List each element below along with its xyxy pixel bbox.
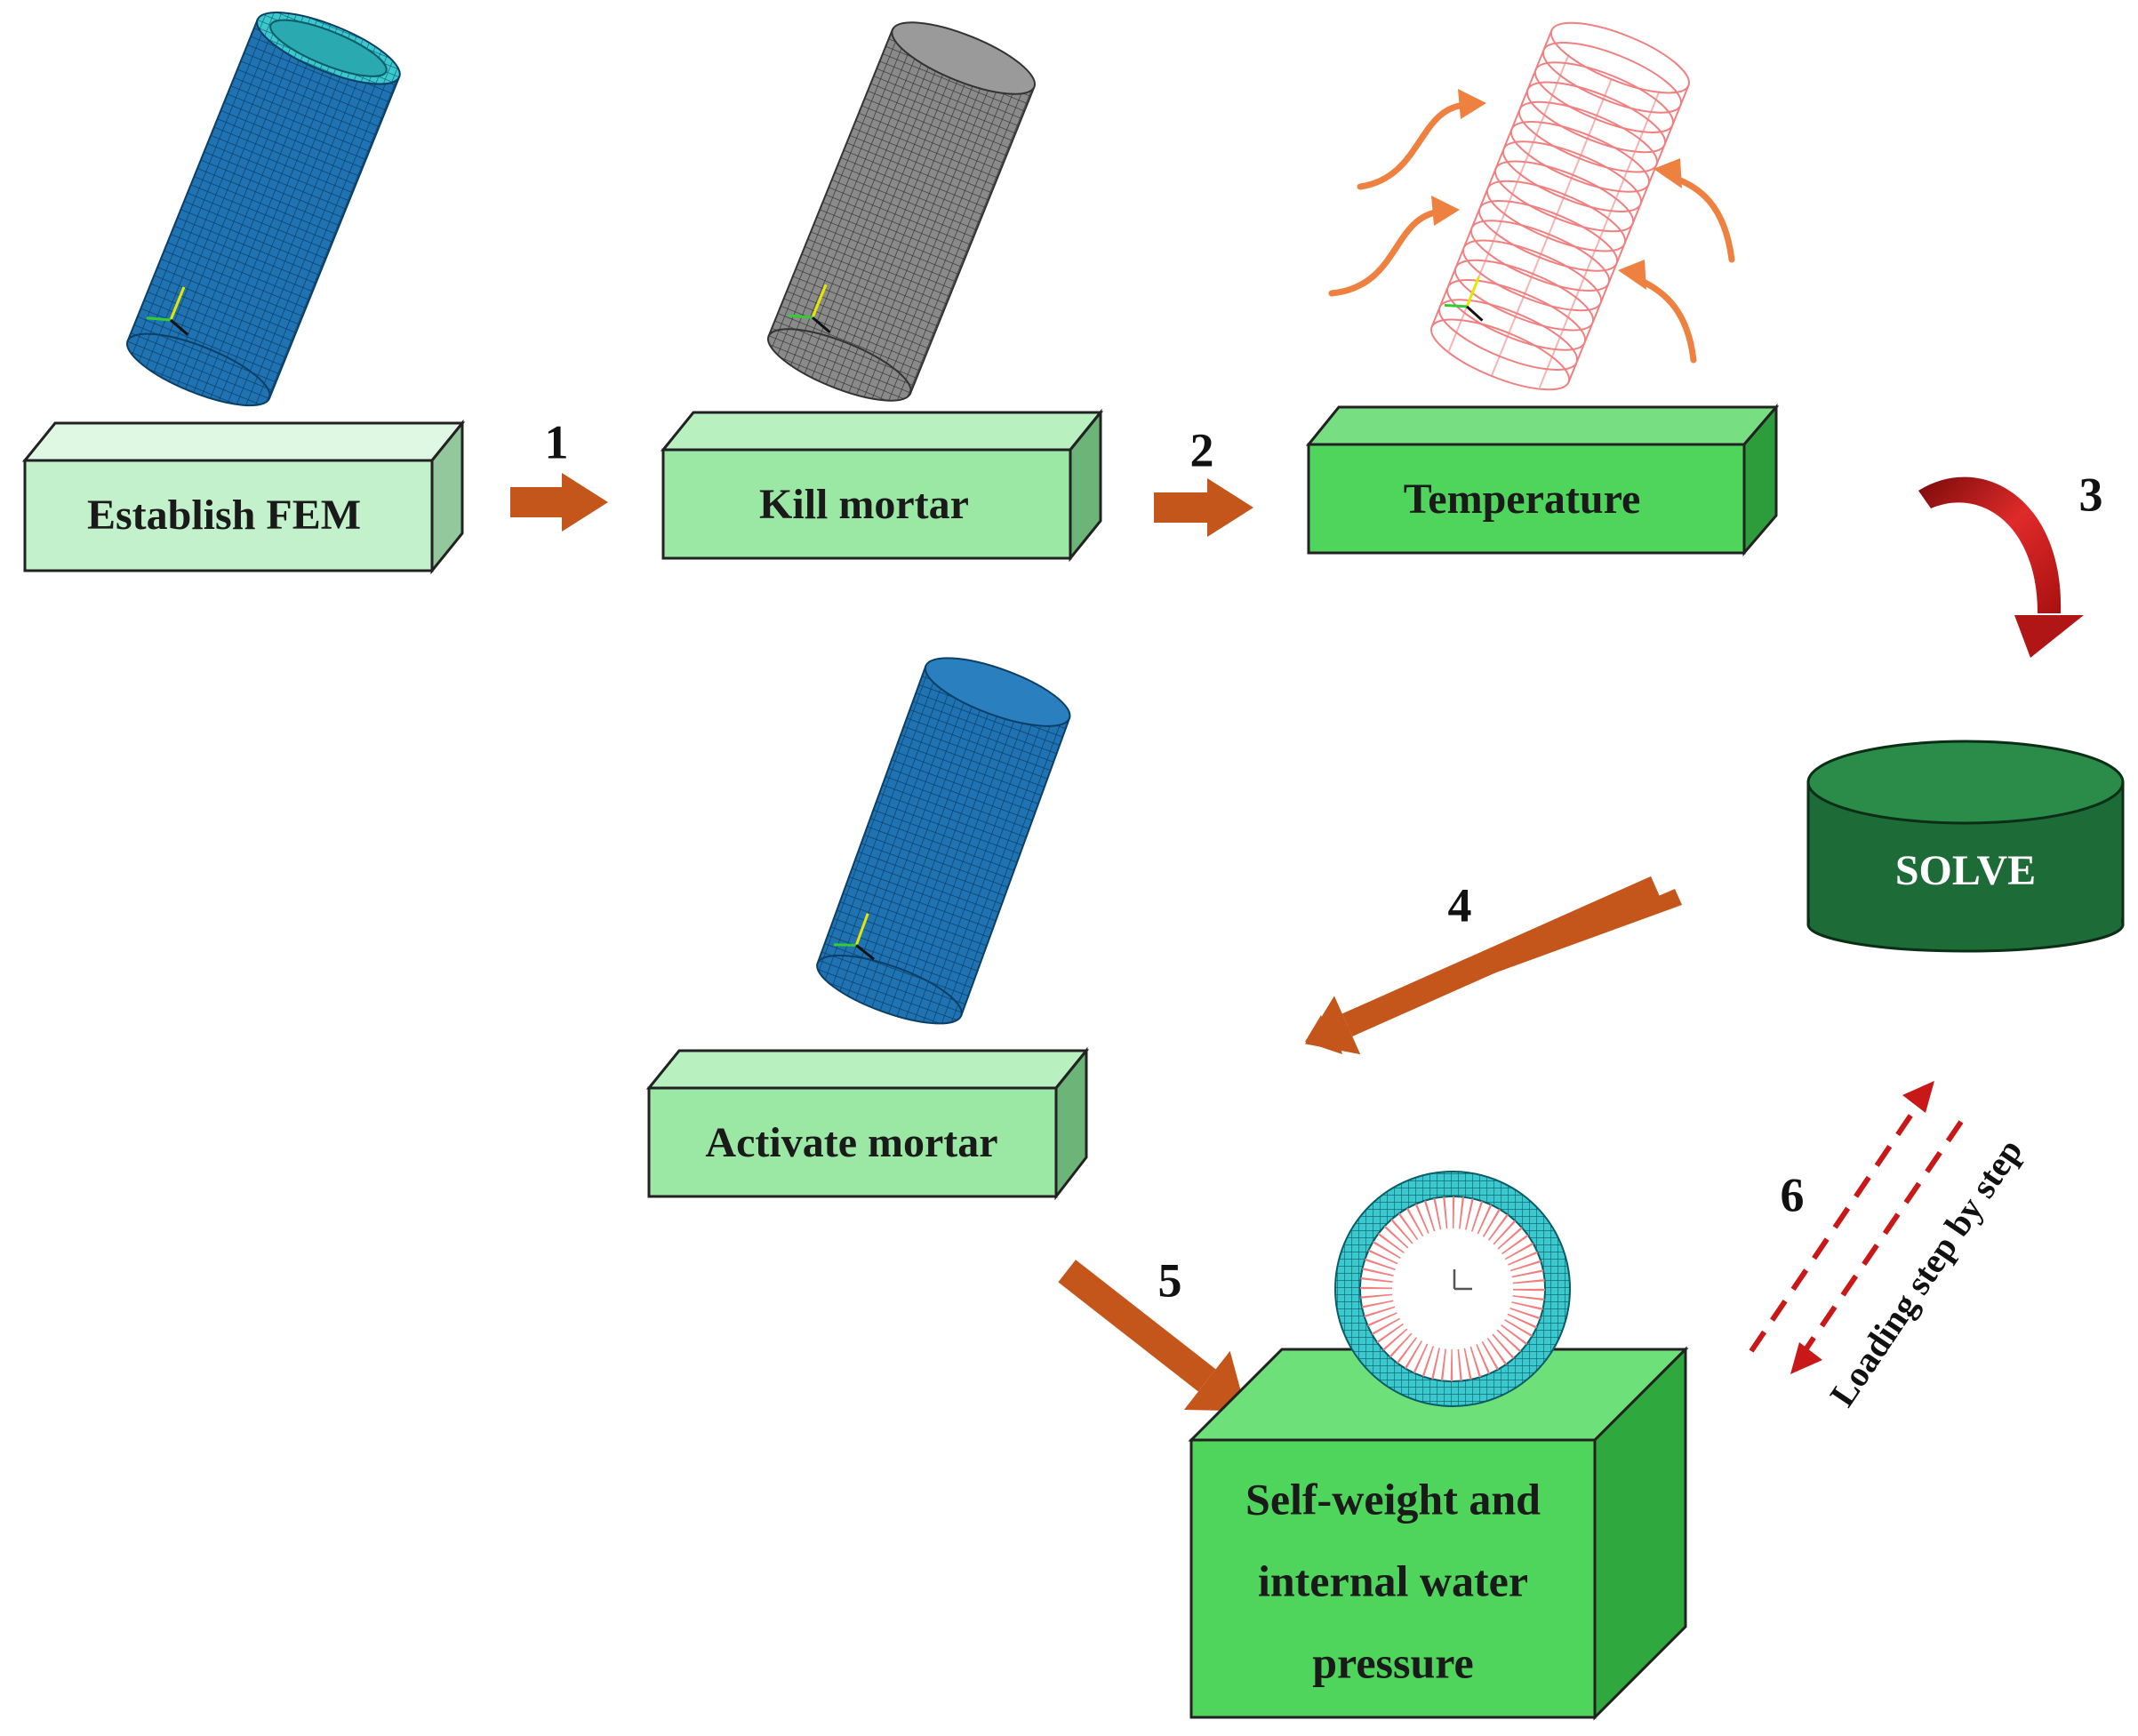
axis-triad-icon [146, 286, 189, 336]
temperature-wireframe-cylinder [1430, 21, 1690, 391]
heat-arrow-icon [1328, 208, 1444, 297]
load-label-line-2: internal water [1258, 1556, 1528, 1605]
axis-triad-icon [788, 284, 831, 333]
killed-mortar-cylinder [766, 21, 1037, 402]
load-label-line-1: Self-weight and [1245, 1474, 1541, 1524]
temperature-box: Temperature [1305, 403, 1780, 557]
arrow-step-4-shape [1305, 876, 1662, 1055]
step-number-1: 1 [545, 415, 569, 468]
loading-loop-arrows [1749, 1081, 1964, 1374]
solve-label: SOLVE [1895, 847, 2036, 894]
step-number-4: 4 [1448, 878, 1472, 932]
axis-triad-icon [1444, 276, 1484, 322]
curved-arrow-step-3-icon [1918, 476, 2084, 658]
heat-arrow-icon [1357, 101, 1470, 190]
step-number-3: 3 [2079, 468, 2103, 521]
pipe-cross-section [1334, 1171, 1571, 1407]
loading-step-note: Loading step by step [1822, 1132, 2030, 1413]
solve-drum: SOLVE [1806, 740, 2125, 953]
activate-mortar-label: Activate mortar [705, 1119, 997, 1166]
arrow-step-5-icon [1058, 1260, 1246, 1412]
kill-mortar-label: Kill mortar [759, 481, 969, 528]
activated-mortar-cylinder [816, 657, 1071, 1025]
arrow-step-2-icon [1154, 478, 1253, 537]
axis-triad-icon [1453, 1269, 1472, 1291]
axis-triad-icon [833, 913, 875, 961]
step-number-5: 5 [1158, 1253, 1182, 1307]
dashed-arrow-up-icon [1902, 1081, 1934, 1113]
heat-arrow-icon [1630, 274, 1697, 364]
establish-fem-box: Establish FEM [21, 419, 466, 575]
temperature-label: Temperature [1404, 476, 1641, 523]
fem-model-cylinder [125, 12, 401, 407]
step-number-2: 2 [1190, 423, 1214, 476]
heat-arrow-heads [1431, 89, 1682, 290]
pressure-arrows [1360, 1196, 1545, 1381]
kill-mortar-box: Kill mortar [660, 408, 1104, 563]
load-box: Self-weight and internal water pressure [1188, 1346, 1689, 1721]
step-number-6: 6 [1781, 1168, 1805, 1221]
establish-fem-label: Establish FEM [87, 492, 361, 539]
arrow-step-1-icon [510, 473, 608, 532]
activate-mortar-box: Activate mortar [645, 1046, 1090, 1201]
heat-arrow-icon [1666, 172, 1735, 263]
dashed-arrow-down-icon [1790, 1342, 1822, 1374]
load-label-line-3: pressure [1312, 1637, 1474, 1687]
